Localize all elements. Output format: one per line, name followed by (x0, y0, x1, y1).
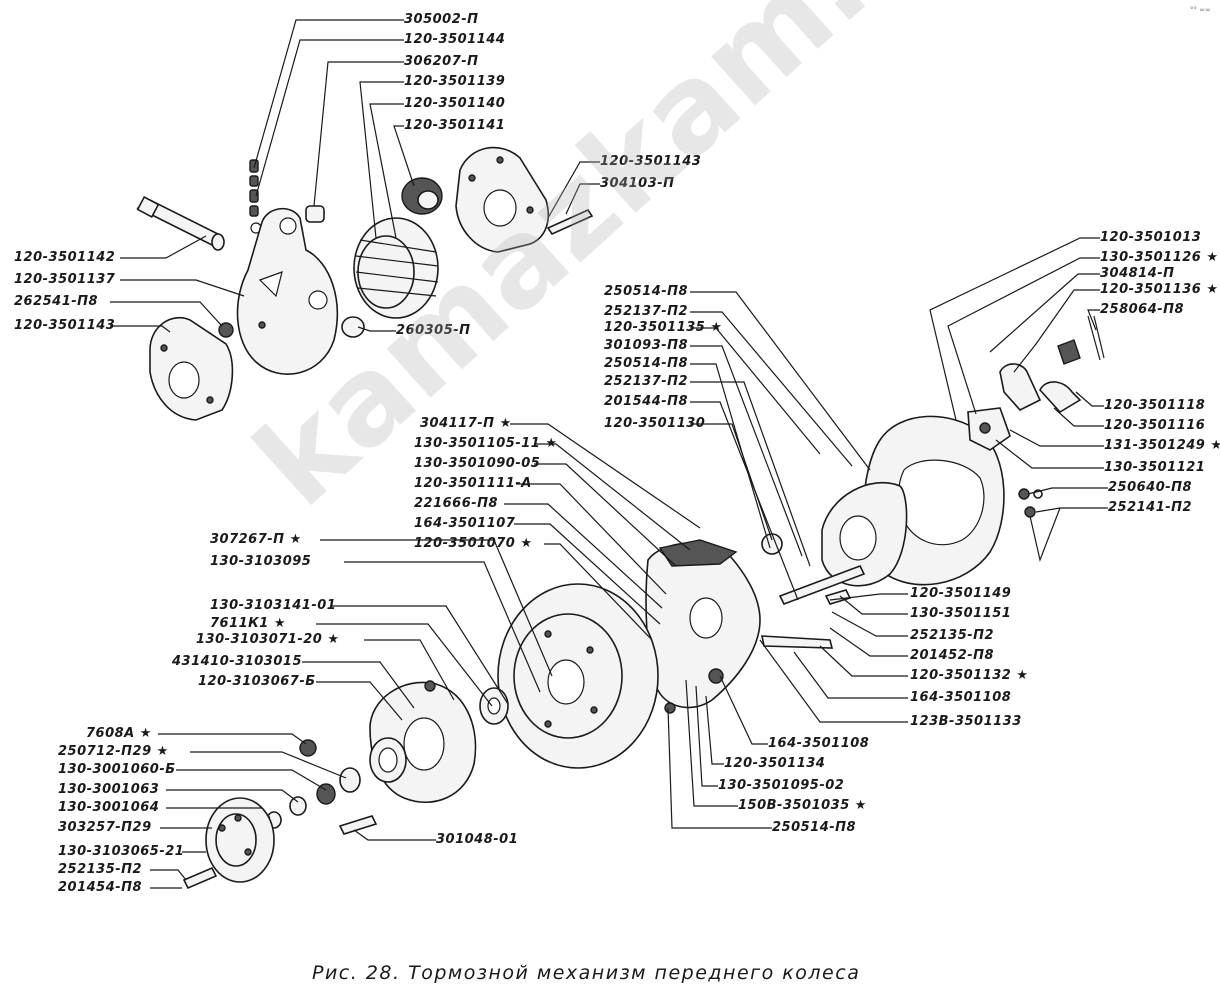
cover-bolt-part (546, 208, 594, 236)
part-label: 250514-П8 (604, 284, 689, 299)
part-label: 120-3501139 (404, 74, 506, 89)
part-label: 130-3103141-01 (210, 598, 337, 613)
part-label: 120-3501130 (604, 416, 706, 431)
part-label: 164-3501108 (910, 690, 1012, 705)
part-label: 120-3501141 (404, 118, 506, 133)
part-label: 252137-П2 (604, 304, 689, 319)
part-label: 307267-П ★ (210, 532, 302, 547)
hub-cap-part (205, 797, 275, 883)
part-label: 164-3501108 (768, 736, 870, 751)
spring-pins-part (249, 159, 262, 234)
part-label: 201452-П8 (910, 648, 995, 663)
part-label: 250640-П8 (1108, 480, 1193, 495)
part-label: 120-3501013 (1100, 230, 1202, 245)
part-label: 130-3103095 (210, 554, 312, 569)
part-label: 7608А ★ (86, 726, 152, 741)
brake-shoe-part (821, 481, 908, 587)
part-label: 250514-П8 (772, 820, 857, 835)
part-label: 150В-3501035 ★ (738, 798, 867, 813)
leader-lines (110, 19, 1108, 889)
part-label: 250712-П29 ★ (58, 744, 169, 759)
part-label: 304117-П ★ (420, 416, 512, 431)
part-label: 252137-П2 (604, 374, 689, 389)
part-label: 120-3103067-Б (198, 674, 316, 689)
worm-gear-part (353, 217, 439, 319)
part-label: 221666-П8 (414, 496, 499, 511)
seal-ring-part (369, 737, 407, 783)
part-label: 120-3501149 (910, 586, 1012, 601)
part-label: 201454-П8 (58, 880, 143, 895)
part-label: 120-3501136 ★ (1100, 282, 1219, 297)
bushing-part (305, 205, 325, 223)
part-label: 252135-П2 (910, 628, 995, 643)
grease-cap-part (299, 739, 317, 757)
part-label: 130-3501090-05 (414, 456, 541, 471)
part-label: 260305-П (396, 323, 471, 338)
part-label: 130-3001064 (58, 800, 160, 815)
part-label: 120-3501135 ★ (604, 320, 723, 335)
part-label: 120-3501137 (14, 272, 116, 287)
part-label: 262541-П8 (14, 294, 99, 309)
part-label: 258064-П8 (1100, 302, 1185, 317)
part-label: 306207-П (404, 54, 479, 69)
plug-part (341, 316, 365, 338)
part-label: 301048-01 (436, 832, 519, 847)
part-label: 120-3501143 (14, 318, 116, 333)
nut-part (218, 322, 234, 338)
corner-mark: °° ∞∞ (1190, 6, 1211, 14)
part-label: 130-3501105-11 ★ (414, 436, 558, 451)
part-label: 120-3501118 (1104, 398, 1206, 413)
part-label: 120-3501070 ★ (414, 536, 533, 551)
part-label: 252141-П2 (1108, 500, 1193, 515)
part-label: 130-3501121 (1104, 460, 1206, 475)
part-label: 130-3501095-02 (718, 778, 845, 793)
part-label: 305002-П (404, 12, 479, 27)
part-label: 303257-П29 (58, 820, 152, 835)
part-label: 123В-3501133 (910, 714, 1022, 729)
brake-anchor-part (645, 539, 761, 714)
part-label: 250514-П8 (604, 356, 689, 371)
part-label: 120-3501134 (724, 756, 826, 771)
cotter-pin-part (1087, 315, 1105, 361)
cover-plate-right-part (455, 146, 550, 253)
part-label: 120-3501140 (404, 96, 506, 111)
hub-bolt-part (182, 815, 378, 890)
small-gear-part (401, 177, 443, 215)
part-label: 431410-3103015 (172, 654, 302, 669)
part-label: 130-3501151 (910, 606, 1012, 621)
part-label: 130-3501126 ★ (1100, 250, 1219, 265)
part-label: 131-3501249 ★ (1104, 438, 1220, 453)
part-label: 120-3501143 (600, 154, 702, 169)
caption-prefix: Рис. 28. (312, 962, 401, 984)
part-label: 301093-П8 (604, 338, 689, 353)
figure-caption: Рис. 28. Тормозной механизм переднего ко… (312, 962, 860, 984)
part-label: 120-3501111-А (414, 476, 532, 491)
part-label: 130-3001063 (58, 782, 160, 797)
part-label: 201544-П8 (604, 394, 689, 409)
part-label: 304103-П (600, 176, 675, 191)
part-label: 120-3501116 (1104, 418, 1206, 433)
part-label: 7611К1 ★ (210, 616, 287, 631)
brake-drum-part (497, 583, 659, 769)
part-label: 130-3103065-21 (58, 844, 185, 859)
cover-plate-left-part (149, 316, 234, 421)
slack-adjuster-part (999, 339, 1082, 414)
part-label: 164-3501107 (414, 516, 516, 531)
inner-bearing-part (266, 767, 361, 829)
bearing-part (479, 687, 509, 725)
adjuster-lever-part (236, 207, 338, 375)
caption-title: Тормозной механизм переднего колеса (408, 962, 861, 984)
part-label: 252135-П2 (58, 862, 143, 877)
part-label: 120-3501144 (404, 32, 506, 47)
part-label: 130-3001060-Б (58, 762, 176, 777)
part-label: 120-3501132 ★ (910, 668, 1029, 683)
worm-shaft-part (136, 195, 225, 251)
part-label: 304814-П (1100, 266, 1175, 281)
part-label: 130-3103071-20 ★ (196, 632, 340, 647)
part-label: 120-3501142 (14, 250, 116, 265)
